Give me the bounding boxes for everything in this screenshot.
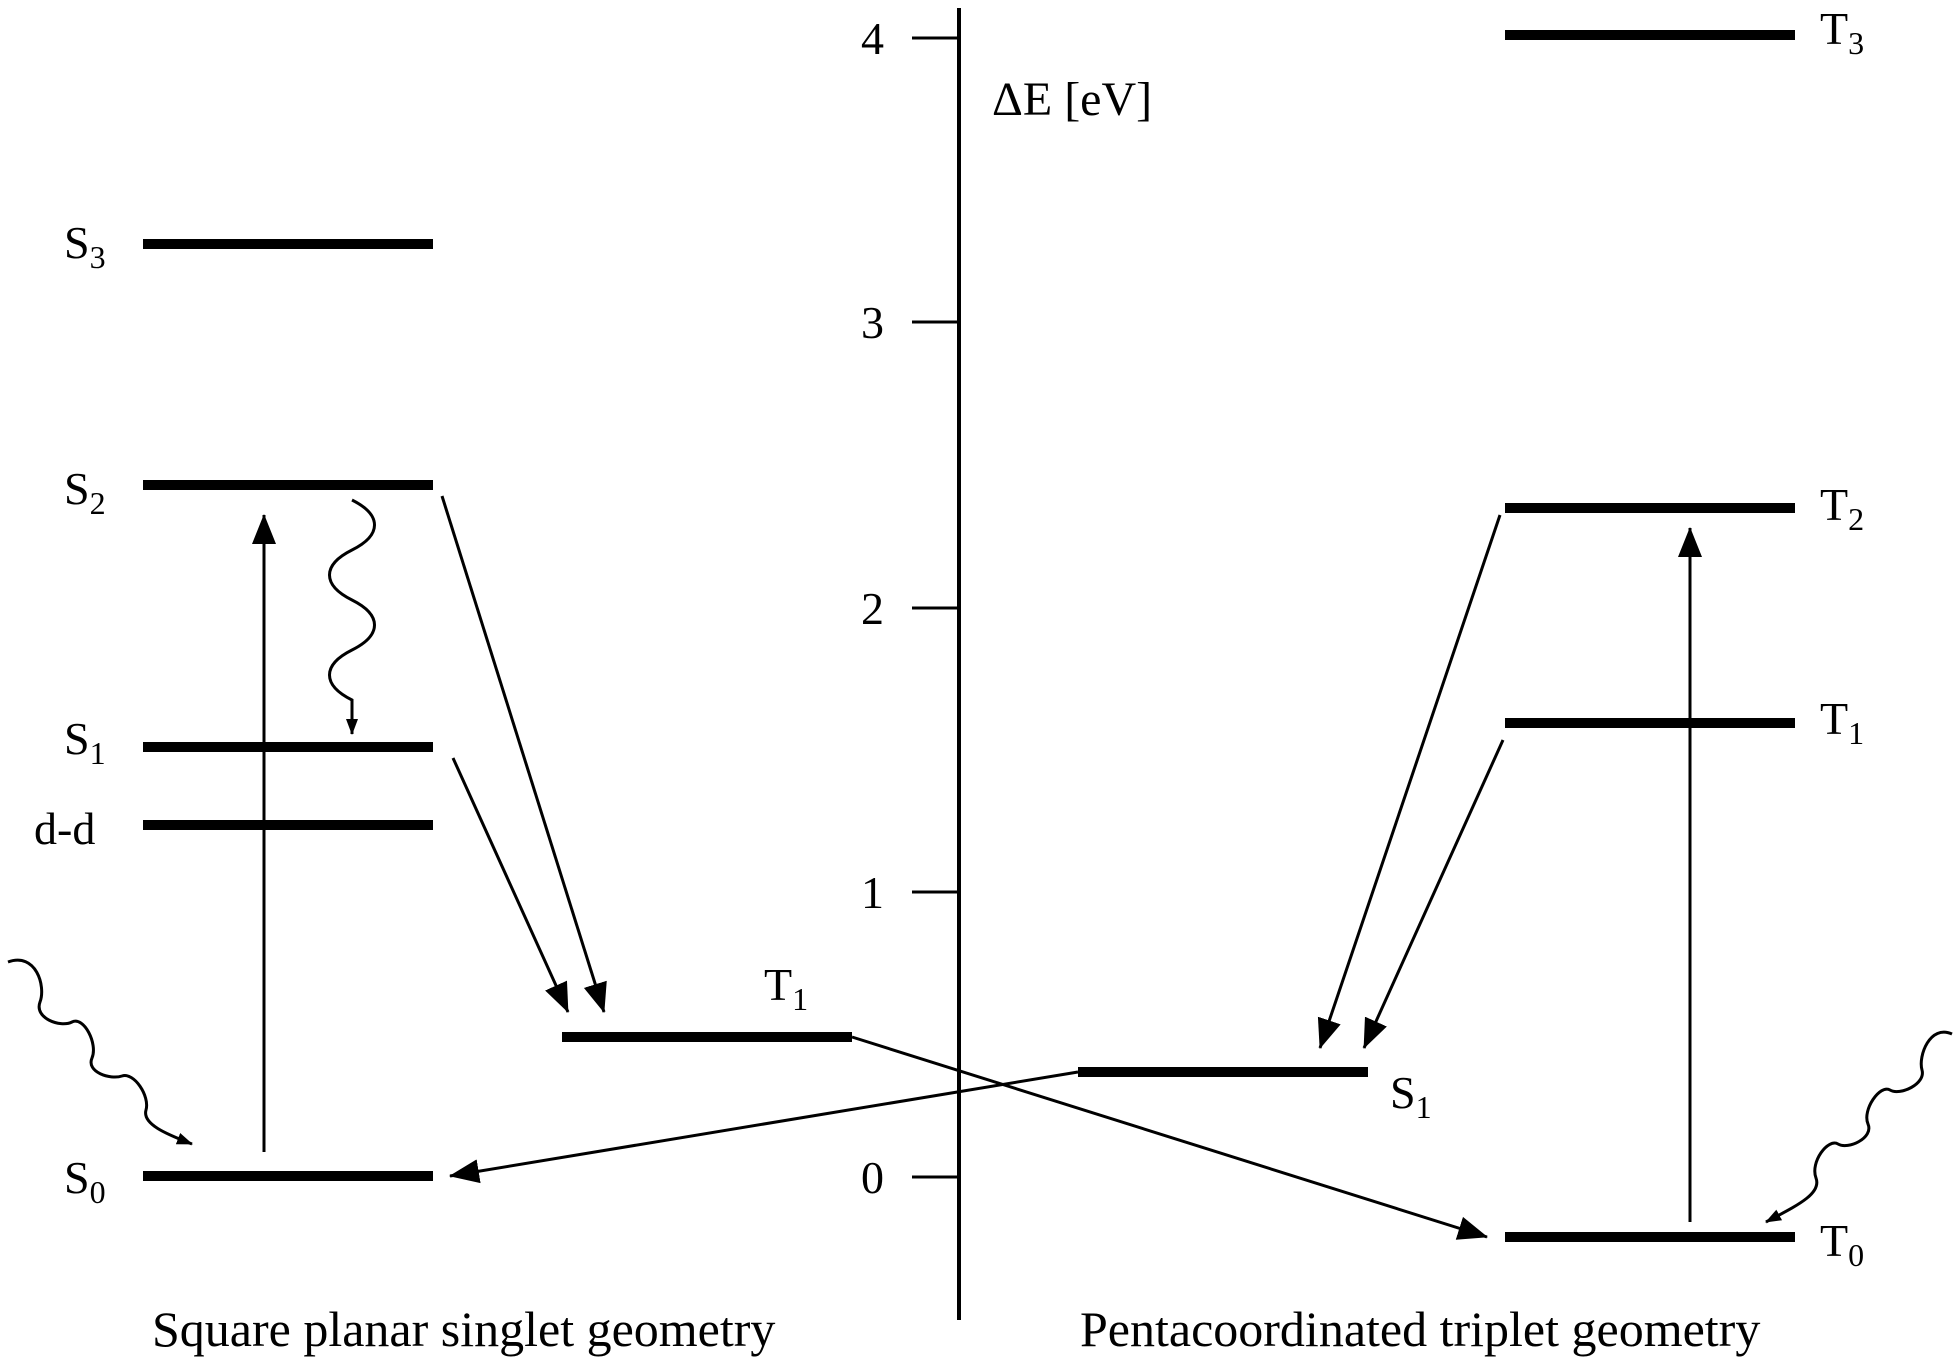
caption-left: Square planar singlet geometry <box>152 1301 775 1357</box>
tick-label-3: 3 <box>861 297 884 348</box>
arrow-t2-to-s1-right <box>1317 514 1502 1049</box>
label-t1-left: T1 <box>764 959 808 1017</box>
tick-label-2: 2 <box>861 583 884 634</box>
tick-label-4: 4 <box>861 13 884 64</box>
arrow-s1-right-to-s0-left <box>449 1070 1079 1184</box>
label-t2-right: T2 <box>1820 479 1864 537</box>
arrow-t1-to-s1-right <box>1362 739 1505 1049</box>
axis-ticks: 4 3 2 1 0 <box>861 13 959 1203</box>
wavy-arrow-incoming-light-left <box>7 958 193 1146</box>
label-t1-right: T1 <box>1820 693 1864 751</box>
left-level-labels: S3 S2 S1 d-d S0 T1 <box>34 217 808 1210</box>
caption-right: Pentacoordinated triplet geometry <box>1080 1301 1760 1357</box>
left-levels <box>143 239 852 1181</box>
label-s3-left: S3 <box>64 217 106 275</box>
axis-title: ΔE [eV] <box>992 73 1152 126</box>
right-levels <box>1078 30 1795 1242</box>
arrow-t1-left-to-t0-right <box>851 1035 1488 1240</box>
label-t3-right: T3 <box>1820 3 1864 61</box>
arrow-s2-to-t1-left <box>440 495 607 1013</box>
transition-arrows <box>7 495 1953 1240</box>
right-level-labels: T3 T2 T1 S1 T0 <box>1390 3 1864 1273</box>
label-t0-right: T0 <box>1820 1215 1864 1273</box>
label-dd-left: d-d <box>34 803 95 854</box>
label-s0-left: S0 <box>64 1152 106 1210</box>
tick-label-0: 0 <box>861 1152 884 1203</box>
wavy-arrow-incoming-light-right <box>1765 1030 1953 1224</box>
tick-label-1: 1 <box>861 867 884 918</box>
label-s1-right: S1 <box>1390 1067 1432 1125</box>
wavy-arrow-relaxation-s2-s1 <box>328 498 376 735</box>
label-s2-left: S2 <box>64 463 106 521</box>
label-s1-left: S1 <box>64 713 106 771</box>
arrow-s1-to-t1-left <box>451 757 570 1013</box>
